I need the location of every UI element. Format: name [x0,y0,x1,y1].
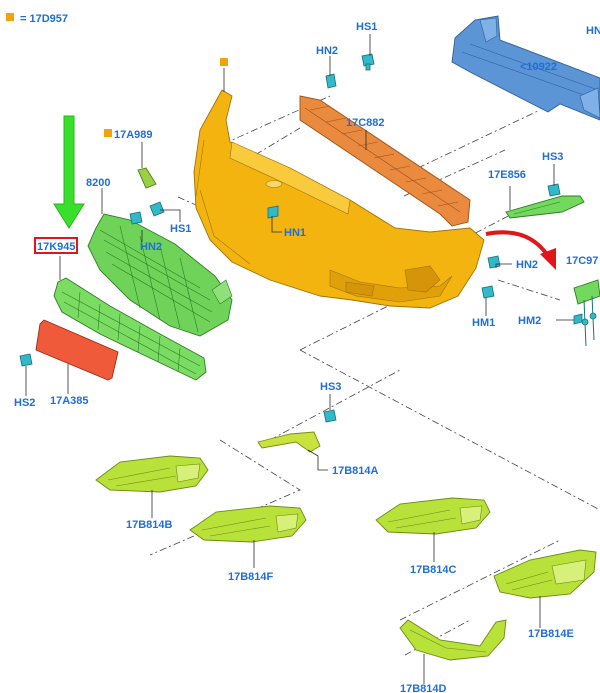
label-8200: 8200 [86,177,110,189]
side-bracket-17e856 [505,195,585,219]
trim-17b814a [257,431,321,453]
marker-17d957 [104,129,112,137]
side-parts-17c97 [573,279,600,347]
label-hs3-right: HS3 [542,151,563,163]
trim-17b814c [375,497,491,535]
label-hn1: HN1 [284,227,306,239]
label-hn2-right: HN2 [516,259,538,271]
label-hm2: HM2 [518,315,541,327]
trim-17b814e [493,549,597,599]
label-hs2: HS2 [14,397,35,409]
label-17a989: 17A989 [114,129,153,141]
clip-icon [573,313,583,325]
label-hn2-top: HN2 [316,45,338,57]
trim-17b814b [95,455,209,493]
label-17b814c: 17B814C [410,564,457,576]
clip-icon [487,255,501,269]
legend-swatch [6,13,14,21]
clip-icon [547,183,561,197]
label-17a385: 17A385 [50,395,89,407]
clip-icon [325,73,337,89]
legend-text: = 17D957 [20,13,68,25]
clip-icon [149,201,165,217]
label-17k945: 17K945 [37,241,76,253]
label-17c882: 17C882 [346,117,385,129]
clip-icon [361,53,375,71]
label-leaders [25,34,574,684]
upper-grille [87,213,233,337]
green-down-arrow-icon [53,115,85,229]
clip-icon [481,285,495,299]
bracket-17a989 [137,167,157,189]
clip-icon [129,211,143,225]
label-hs1-grille: HS1 [170,223,191,235]
label-hn-top-right: HN [586,25,600,37]
label-17b814d: 17B814D [400,683,447,693]
bumper-cover [193,89,485,309]
trim-17b814f [189,505,307,543]
red-curved-arrow-icon [485,230,556,270]
grille-insert [35,319,119,381]
bumper-reinforcement-beam [451,15,600,121]
label-hs3-low: HS3 [320,381,341,393]
label-hs1-top: HS1 [356,21,377,33]
marker-17d957 [220,58,228,66]
energy-absorber [299,95,471,227]
clip-icon [19,353,33,367]
label-17b814a: 17B814A [332,465,379,477]
label-10922: <10922 [520,61,557,73]
label-17b814b: 17B814B [126,519,173,531]
trim-17b814d [399,619,507,661]
label-17b814e: 17B814E [528,628,574,640]
clip-icon [267,205,279,219]
label-17e856: 17E856 [488,169,526,181]
label-17b814f: 17B814F [228,571,274,583]
label-hn2-grille: HN2 [140,241,162,253]
label-hm1: HM1 [472,317,495,329]
highlight-box [34,237,78,254]
lower-grille [53,277,207,381]
clip-icon [323,409,337,423]
label-17c97: 17C97 [566,255,598,267]
